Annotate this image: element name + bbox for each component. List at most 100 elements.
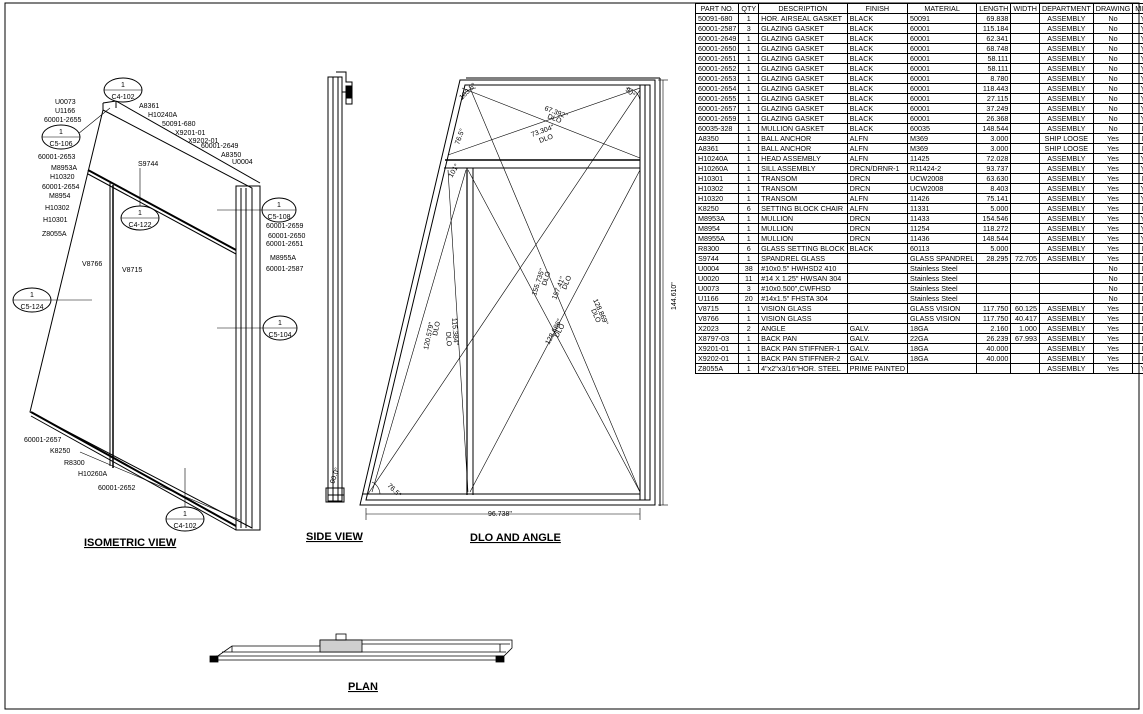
bom-cell: ASSEMBLY	[1038, 313, 1094, 324]
callout-c5-106: 1 C5-106	[41, 124, 81, 150]
bom-col-header: WIDTH	[1010, 3, 1040, 14]
bom-cell: Yes	[1132, 113, 1143, 124]
bom-cell	[1010, 353, 1040, 364]
callout-number: 1	[30, 292, 34, 299]
bom-cell: MULLION	[758, 233, 848, 244]
bom-cell	[1010, 293, 1040, 304]
bom-cell: BLACK	[846, 33, 909, 44]
part-label: 60001-2657	[24, 437, 61, 444]
bom-cell: U0004	[694, 263, 740, 274]
bom-cell: 1	[738, 113, 760, 124]
bom-cell: ASSEMBLY	[1038, 333, 1094, 344]
bom-cell: 1	[738, 13, 760, 24]
bom-cell: Yes	[1132, 103, 1143, 114]
bom-cell: No	[1092, 293, 1134, 304]
bom-cell: No	[1092, 53, 1134, 64]
bom-cell: No	[1132, 273, 1143, 284]
part-label: U0004	[232, 159, 253, 166]
plan-view-title: PLAN	[348, 681, 378, 693]
bom-cell	[1010, 273, 1040, 284]
bom-cell: 60001-2654	[694, 83, 740, 94]
bom-cell: ASSEMBLY	[1038, 233, 1094, 244]
plan-view	[209, 633, 513, 663]
bom-cell: 1	[738, 253, 760, 264]
bom-cell: ASSEMBLY	[1038, 113, 1094, 124]
bom-cell: ASSEMBLY	[1038, 343, 1094, 354]
bom-cell: 26.239	[976, 333, 1012, 344]
bom-cell: No	[1092, 123, 1134, 134]
bom-cell	[1010, 103, 1040, 114]
bom-cell: ASSEMBLY	[1038, 83, 1094, 94]
bom-cell: ASSEMBLY	[1038, 203, 1094, 214]
bom-cell: #14x1.5" FHSTA 304	[758, 293, 848, 304]
bom-cell: 58.111	[976, 63, 1012, 74]
bom-cell: 1	[738, 83, 760, 94]
bom-cell: No	[1092, 33, 1134, 44]
bom-cell: Yes	[1132, 163, 1143, 174]
iso-top-frame	[102, 100, 261, 184]
bom-cell: 40.000	[976, 343, 1012, 354]
isometric-view-title: ISOMETRIC VIEW	[84, 537, 177, 549]
bom-cell: 60001-2653	[694, 73, 740, 84]
bom-cell	[1010, 123, 1040, 134]
bom-cell	[1010, 223, 1040, 234]
bom-cell: Yes	[1092, 193, 1134, 204]
dim-text: 115.384"	[450, 318, 459, 346]
bom-cell: Yes	[1132, 63, 1143, 74]
bom-cell: DRCN	[846, 233, 909, 244]
callout-c4-122: 1 C4-122	[120, 205, 160, 231]
bom-cell: ALFN	[846, 133, 909, 144]
iso-transom-1	[87, 169, 237, 251]
callout-sheet: C5-106	[50, 141, 73, 148]
dim-text: 90.0°	[328, 466, 341, 484]
bom-cell: No	[1092, 83, 1134, 94]
part-label: 60001-2650	[268, 233, 305, 240]
iso-part-labels: U0073 U1166 60001-2655 60001-2653 M8953A…	[24, 99, 305, 492]
bom-cell: U0020	[694, 273, 740, 284]
bom-cell: 3	[738, 283, 760, 294]
bom-cell	[1010, 133, 1040, 144]
dim-text: DLO	[432, 320, 442, 336]
bom-cell: TRANSOM	[758, 193, 848, 204]
bom-cell	[1010, 13, 1040, 24]
bom-cell: No	[1132, 353, 1143, 364]
bom-cell: TRANSOM	[758, 173, 848, 184]
bom-cell: BLACK	[846, 83, 909, 94]
bom-cell	[1010, 263, 1040, 274]
bom-cell: DRCN	[846, 213, 909, 224]
bom-cell	[1038, 263, 1094, 274]
bom-cell: ASSEMBLY	[1038, 363, 1094, 374]
bom-col-header: FINISH	[846, 3, 909, 14]
bom-cell: No	[1132, 313, 1143, 324]
bom-cell: Yes	[1092, 173, 1134, 184]
bom-cell: 69.838	[976, 13, 1012, 24]
part-label: M8953A	[51, 165, 77, 172]
bom-cell: ASSEMBLY	[1038, 43, 1094, 54]
bom-cell: ASSEMBLY	[1038, 153, 1094, 164]
bom-cell: Stainless Steel	[907, 283, 978, 294]
callout-c4-102-bottom: 1 C4-102	[165, 506, 205, 532]
bom-cell: 60001	[907, 53, 978, 64]
callout-c5-124: 1 C5-124	[12, 287, 52, 313]
bom-cell	[976, 283, 1012, 294]
part-label: A8361	[139, 103, 159, 110]
dim-text: DLO	[538, 133, 554, 145]
part-label: R8300	[64, 460, 85, 467]
bom-cell: 1	[738, 213, 760, 224]
bom-cell	[1010, 53, 1040, 64]
bom-cell: Yes	[1092, 223, 1134, 234]
bom-cell: 18GA	[907, 353, 978, 364]
bom-cell	[1010, 23, 1040, 34]
bom-cell: 5.000	[976, 203, 1012, 214]
bom-cell: ASSEMBLY	[1038, 53, 1094, 64]
bom-cell: No	[1132, 243, 1143, 254]
